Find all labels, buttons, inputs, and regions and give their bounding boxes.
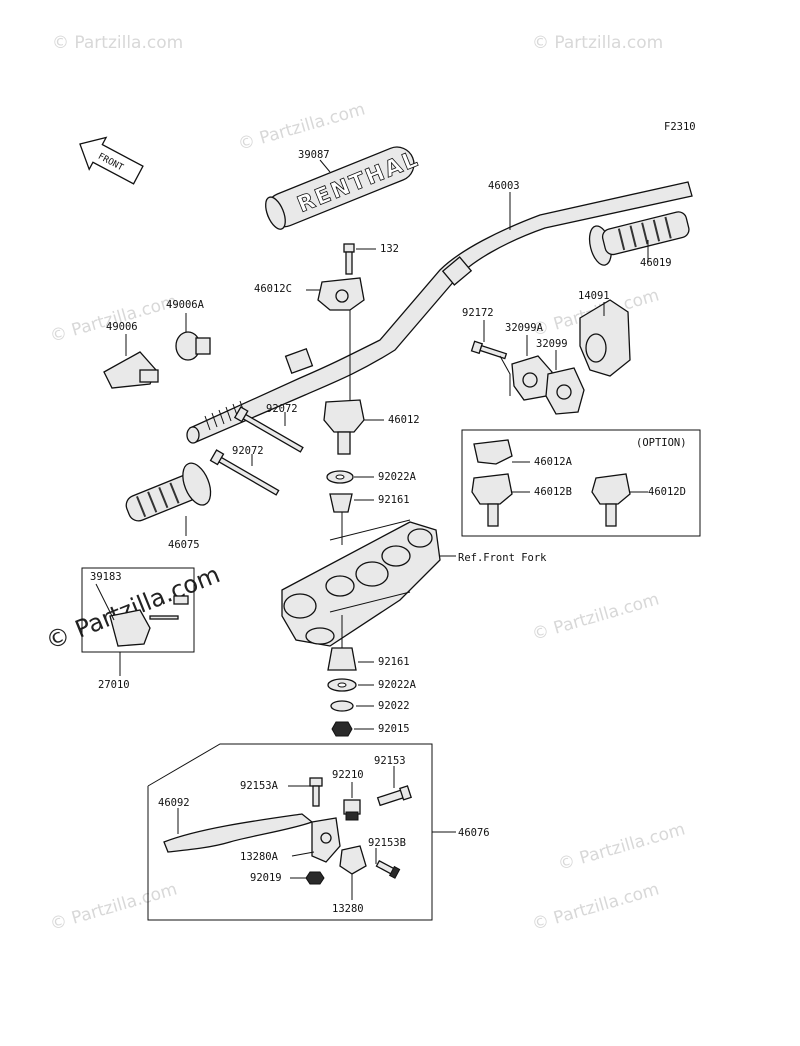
label-49006A: 49006A xyxy=(166,299,205,311)
option-title: (OPTION) xyxy=(636,437,687,449)
label-92072-a: 92072 xyxy=(266,403,298,415)
bar-pad-part: RENTHAL xyxy=(265,146,423,230)
watermark: © Partzilla.com xyxy=(52,33,183,53)
watermark: © Partzilla.com xyxy=(530,589,662,644)
watermark: © Partzilla.com xyxy=(556,819,688,874)
label-14091: 14091 xyxy=(578,290,610,302)
damper-92161-part xyxy=(329,493,353,513)
label-27010: 27010 xyxy=(98,679,130,691)
screw-92172-part xyxy=(470,340,508,360)
label-13280A: 13280A xyxy=(240,851,279,863)
label-46075: 46075 xyxy=(168,539,200,551)
switch-box xyxy=(81,567,195,653)
lever-box xyxy=(147,743,433,921)
throttle-grip-part xyxy=(588,211,690,266)
label-92022A-bottom: 92022A xyxy=(378,679,417,691)
label-46092: 46092 xyxy=(158,797,190,809)
label-32099A: 32099A xyxy=(505,322,544,334)
nut-92015-part xyxy=(331,721,353,737)
label-46012C: 46012C xyxy=(254,283,292,295)
switch-27010-part xyxy=(109,595,189,647)
watermark: © Partzilla.com xyxy=(530,879,662,934)
clamp-46012c-part xyxy=(317,277,365,311)
label-92019: 92019 xyxy=(250,872,282,884)
label-92161-bottom: 92161 xyxy=(378,656,410,668)
diagram-code: F2310 xyxy=(664,121,696,133)
screw-92153-part xyxy=(376,785,412,807)
handlebar-part xyxy=(186,181,693,444)
label-32099: 32099 xyxy=(536,338,568,350)
label-39087: 39087 xyxy=(298,149,330,161)
cable-tie-part xyxy=(209,449,280,496)
lever-46092-part xyxy=(163,813,314,853)
triple-clamp-part xyxy=(281,521,441,647)
part-32099 xyxy=(545,367,585,415)
label-46012A: 46012A xyxy=(534,456,573,468)
label-92161-top: 92161 xyxy=(378,494,410,506)
part-49006 xyxy=(103,351,159,389)
option-box xyxy=(461,429,701,537)
perch-13280a-part xyxy=(311,817,341,863)
bolt-132-part xyxy=(343,243,355,275)
clamp-46012-part xyxy=(323,399,365,455)
label-13280: 13280 xyxy=(332,903,364,915)
bolt-92153a-part xyxy=(309,777,323,807)
label-92153: 92153 xyxy=(374,755,406,767)
label-46012D: 46012D xyxy=(648,486,686,498)
throttle-housing-part xyxy=(579,299,631,377)
clamp-13280-part xyxy=(339,845,367,875)
watermark: © Partzilla.com xyxy=(236,99,368,154)
label-92153A: 92153A xyxy=(240,780,279,792)
watermark: © Partzilla.com xyxy=(48,879,180,934)
cable-tie-part xyxy=(233,406,304,453)
watermark: © Partzilla.com xyxy=(48,291,180,346)
label-92022: 92022 xyxy=(378,700,410,712)
label-92072-b: 92072 xyxy=(232,445,264,457)
ref-front-fork: Ref.Front Fork xyxy=(458,552,547,564)
label-46019: 46019 xyxy=(640,257,672,269)
clamp-46012a-part xyxy=(473,439,513,465)
label-92172: 92172 xyxy=(462,307,494,319)
front-arrow-icon: FRONT xyxy=(79,136,144,185)
damper-92161-bottom-part xyxy=(327,647,357,671)
adjuster-92210-part xyxy=(343,799,361,821)
label-46012B: 46012B xyxy=(534,486,572,498)
left-grip-part xyxy=(125,462,212,522)
label-132: 132 xyxy=(380,243,399,255)
label-49006: 49006 xyxy=(106,321,138,333)
screw-92153b-part xyxy=(375,859,401,879)
label-39183: 39183 xyxy=(90,571,122,583)
label-92210: 92210 xyxy=(332,769,364,781)
nut-92019-part xyxy=(305,871,325,885)
label-92022A-top: 92022A xyxy=(378,471,417,483)
part-49006a xyxy=(175,331,211,361)
washer-92022-part xyxy=(330,700,354,712)
label-92153B: 92153B xyxy=(368,837,406,849)
label-46012: 46012 xyxy=(388,414,420,426)
clamp-46012b-part xyxy=(471,473,513,527)
label-46076: 46076 xyxy=(458,827,490,839)
label-46003: 46003 xyxy=(488,180,520,192)
label-92015: 92015 xyxy=(378,723,410,735)
clamp-46012d-part xyxy=(591,473,631,527)
watermark: © Partzilla.com xyxy=(532,33,663,53)
